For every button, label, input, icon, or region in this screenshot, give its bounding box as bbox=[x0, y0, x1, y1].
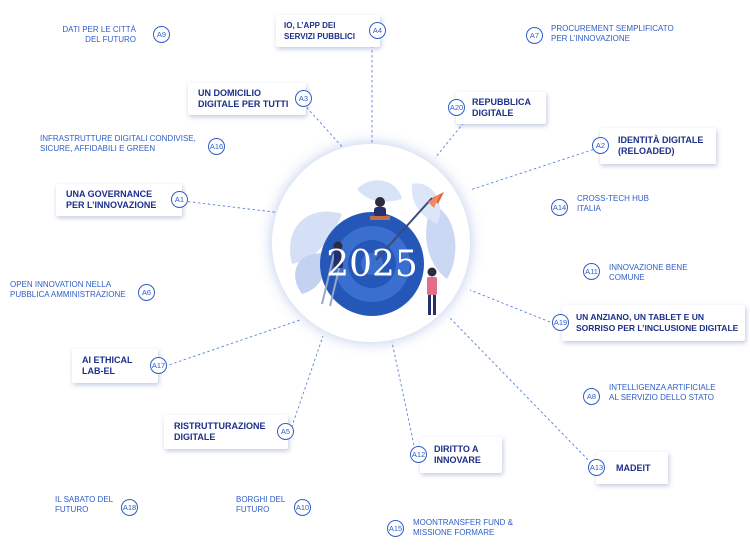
node-a17-label: AI ETHICAL LAB-EL bbox=[82, 355, 133, 376]
item-a16: INFRASTRUTTURE DIGITALI CONDIVISE, SICUR… bbox=[40, 134, 230, 164]
node-a17-badge: A17 bbox=[150, 357, 167, 374]
node-a3-label: UN DOMICILIO DIGITALE PER TUTTI bbox=[198, 88, 289, 109]
item-a14: A14 CROSS-TECH HUB ITALIA bbox=[551, 194, 691, 224]
node-a1[interactable]: UNA GOVERNANCE PER L’INNOVAZIONE A1 bbox=[56, 184, 188, 216]
item-a14-badge: A14 bbox=[551, 199, 568, 216]
node-a20-badge: A20 bbox=[448, 99, 465, 116]
node-a12-badge: A12 bbox=[410, 446, 427, 463]
node-a5-label: RISTRUTTURAZIONE DIGITALE bbox=[174, 421, 266, 442]
item-a18-badge: A18 bbox=[121, 499, 138, 516]
target-illustration: 2025 bbox=[290, 180, 456, 316]
item-a8-badge: A8 bbox=[583, 388, 600, 405]
item-a10-badge: A10 bbox=[294, 499, 311, 516]
node-a4[interactable]: IO, L’APP DEI SERVIZI PUBBLICI A4 bbox=[276, 15, 386, 47]
item-a11-badge: A11 bbox=[583, 263, 600, 280]
node-a19-badge: A19 bbox=[552, 314, 569, 331]
node-a12-label: DIRITTO A INNOVARE bbox=[434, 444, 481, 465]
item-a15-label: MOONTRANSFER FUND & MISSIONE FORMARE bbox=[413, 518, 513, 537]
node-a3-badge: A3 bbox=[295, 90, 312, 107]
node-a19[interactable]: A19 UN ANZIANO, UN TABLET E UN SORRISO P… bbox=[552, 305, 745, 341]
item-a10: BORGHI DEL FUTURO A10 bbox=[236, 495, 326, 525]
node-a13-badge: A13 bbox=[588, 459, 605, 476]
node-a20[interactable]: A20 REPUBBLICA DIGITALE bbox=[448, 92, 546, 124]
item-a14-label: CROSS-TECH HUB ITALIA bbox=[577, 194, 650, 213]
node-a17[interactable]: AI ETHICAL LAB-EL A17 bbox=[72, 349, 167, 383]
item-a6-label: OPEN INNOVATION NELLA PUBBLICA AMMINISTR… bbox=[10, 280, 126, 299]
node-a12[interactable]: A12 DIRITTO A INNOVARE bbox=[410, 437, 502, 473]
node-a13-label: MADEIT bbox=[616, 462, 651, 473]
item-a15: A15 MOONTRANSFER FUND & MISSIONE FORMARE bbox=[387, 518, 567, 548]
item-a16-label: INFRASTRUTTURE DIGITALI CONDIVISE, SICUR… bbox=[40, 134, 196, 153]
item-a15-badge: A15 bbox=[387, 520, 404, 537]
item-a11-label: INNOVAZIONE BENE COMUNE bbox=[609, 263, 688, 282]
item-a7: A7 PROCUREMENT SEMPLIFICATO PER L’INNOVA… bbox=[526, 24, 726, 54]
node-a1-badge: A1 bbox=[171, 191, 188, 208]
node-a5-badge: A5 bbox=[277, 423, 294, 440]
item-a18-label: IL SABATO DEL FUTURO bbox=[55, 495, 114, 514]
node-a20-label: REPUBBLICA DIGITALE bbox=[472, 97, 532, 118]
node-a4-label: IO, L’APP DEI SERVIZI PUBBLICI bbox=[284, 21, 355, 41]
center-illustration: 2025 bbox=[272, 144, 470, 342]
item-a9-badge: A9 bbox=[153, 26, 170, 43]
item-a18: IL SABATO DEL FUTURO A18 bbox=[55, 495, 155, 525]
node-a19-label: UN ANZIANO, UN TABLET E UN SORRISO PER L… bbox=[576, 312, 739, 333]
node-a2-label: IDENTITÀ DIGITALE (RELOADED) bbox=[618, 135, 704, 156]
node-a13[interactable]: A13 MADEIT bbox=[588, 452, 668, 484]
item-a16-badge: A16 bbox=[208, 138, 225, 155]
item-a8-label: INTELLIGENZA ARTIFICIALE AL SERVIZIO DEL… bbox=[609, 383, 716, 402]
year-label: 2025 bbox=[326, 244, 418, 285]
node-a1-label: UNA GOVERNANCE PER L’INNOVAZIONE bbox=[66, 189, 157, 210]
item-a9: DATI PER LE CITTÀ DEL FUTURO A9 bbox=[60, 25, 170, 55]
item-a6: OPEN INNOVATION NELLA PUBBLICA AMMINISTR… bbox=[10, 280, 160, 310]
item-a8: A8 INTELLIGENZA ARTIFICIALE AL SERVIZIO … bbox=[583, 383, 743, 413]
item-a9-label: DATI PER LE CITTÀ DEL FUTURO bbox=[62, 25, 136, 44]
item-a10-label: BORGHI DEL FUTURO bbox=[236, 495, 286, 514]
node-a2[interactable]: A2 IDENTITÀ DIGITALE (RELOADED) bbox=[592, 128, 716, 164]
item-a7-badge: A7 bbox=[526, 27, 543, 44]
node-a3[interactable]: UN DOMICILIO DIGITALE PER TUTTI A3 bbox=[188, 83, 312, 115]
item-a11: A11 INNOVAZIONE BENE COMUNE bbox=[583, 263, 723, 293]
item-a7-label: PROCUREMENT SEMPLIFICATO PER L’INNOVAZIO… bbox=[551, 24, 674, 43]
item-a6-badge: A6 bbox=[138, 284, 155, 301]
node-a5[interactable]: RISTRUTTURAZIONE DIGITALE A5 bbox=[164, 415, 294, 449]
node-a4-badge: A4 bbox=[369, 22, 386, 39]
node-a2-badge: A2 bbox=[592, 137, 609, 154]
